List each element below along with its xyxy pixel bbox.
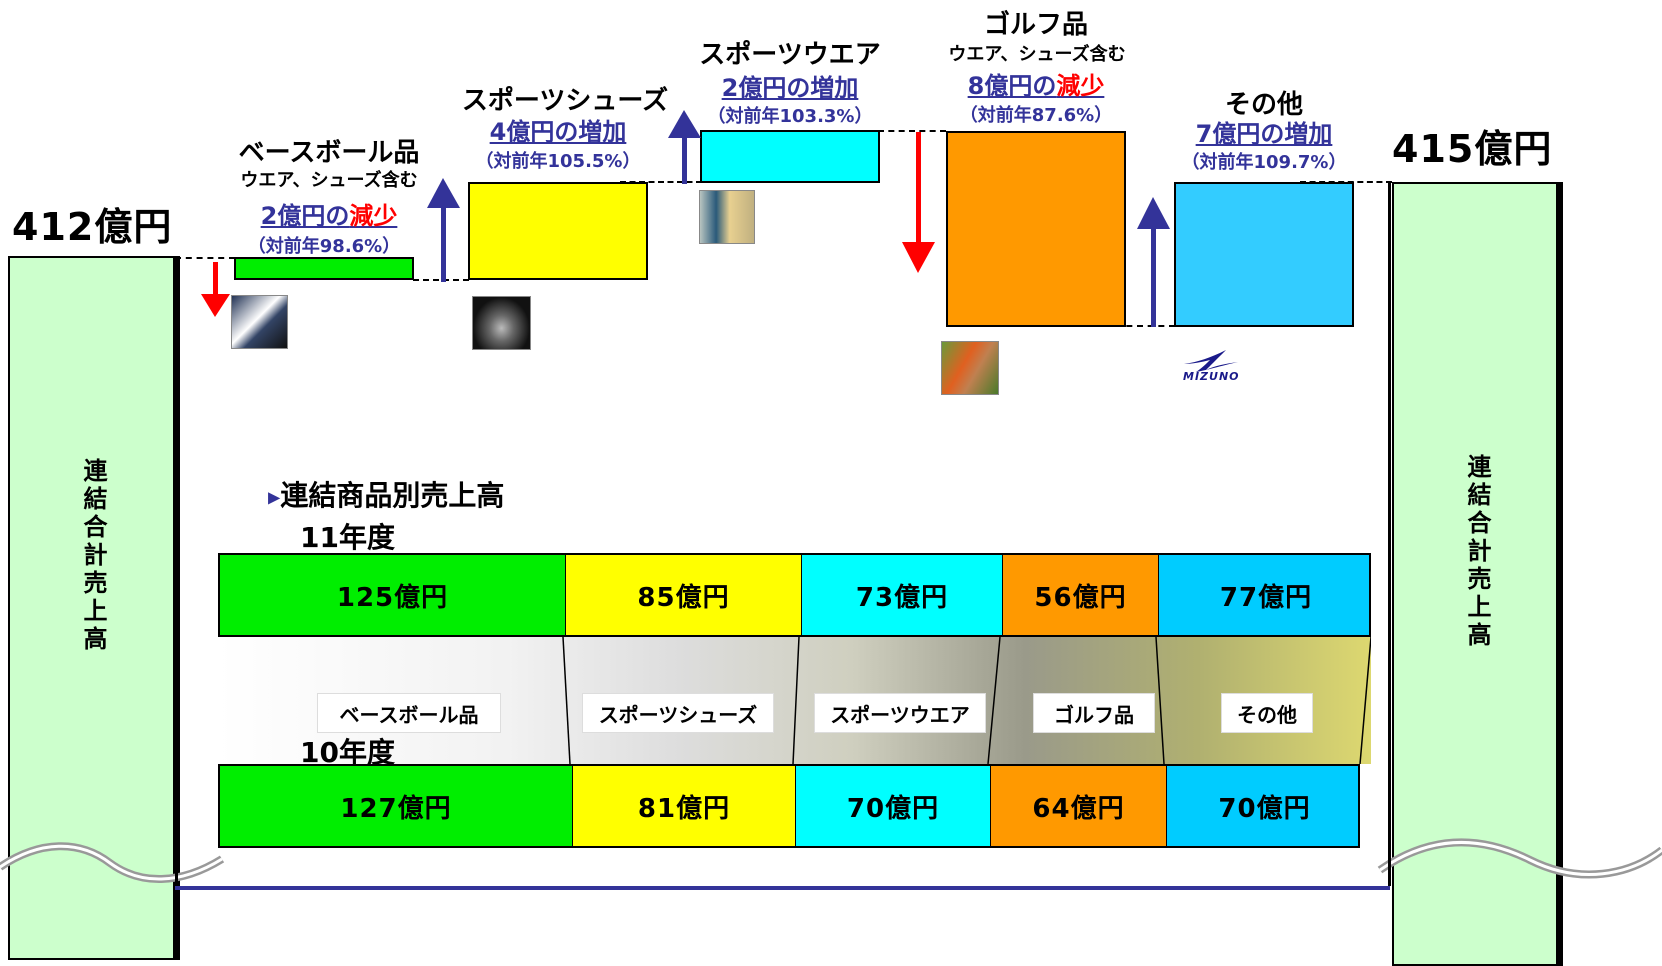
fy10-bar: 127億円 81億円 70億円 64億円 70億円 [218,764,1360,848]
bottom-border [175,886,1390,890]
change-sub-golf: ウエア、シューズ含む [948,44,1126,65]
fy10-cell-golf: 64億円 [990,766,1166,846]
waterfall-bar-baseball [234,257,414,280]
change-title-wear: スポーツウエア [699,40,881,70]
category-label-other: その他 [1222,694,1312,732]
section-title: ▶連結商品別売上高 [268,474,504,514]
change-title-shoes: スポーツシューズ [461,86,669,116]
baseball-player-photo [231,295,288,349]
change-pct-other: （対前年109.7%） [1181,152,1347,173]
change-decrease-word: 減少 [349,202,398,230]
fy11-label: 11年度 [300,521,395,554]
mizuno-logo-text: MIZUNO [1183,370,1240,383]
sportswear-photo [699,190,755,244]
connector-4 [1105,325,1175,327]
connector-3 [878,130,946,132]
change-amount-shoes: 4億円の増加 [489,118,627,146]
category-label-golf: ゴルフ品 [1034,694,1154,732]
break-wave-left [0,842,225,883]
golfer-photo [941,341,999,395]
break-wave-right [1377,838,1662,879]
blue-up-arrow [1137,197,1170,327]
waterfall-bar-other [1174,182,1354,327]
sports-shoe-photo [472,296,531,350]
prev-pillar-label: 連結合計売上高 [79,458,107,654]
fy11-cell-shoes: 85億円 [565,555,801,635]
change-title-golf: ゴルフ品 [983,10,1088,40]
fy11-cell-wear: 73億円 [801,555,1002,635]
category-label-wear: スポーツウエア [815,694,985,732]
waterfall-bar-golf [946,131,1126,327]
fy11-cell-golf: 56億円 [1002,555,1158,635]
prev-total: 412億円 [12,205,173,249]
change-amount-baseball: 2億円の減少 [234,196,424,231]
red-down-arrow [201,262,230,317]
red-down-arrow [902,132,935,273]
category-label-baseball: ベースボール品 [318,694,500,732]
change-amount-prefix: 8億円の [967,72,1057,100]
category-label-shoes: スポーツシューズ [583,694,773,732]
section-title-text: 連結商品別売上高 [280,479,505,512]
change-amount-prefix: 2億円の [260,202,350,230]
change-pct-shoes: （対前年105.5%） [475,151,641,172]
change-pct-golf: （対前年87.6%） [959,105,1113,126]
fy10-label: 10年度 [300,736,395,769]
fy10-cell-wear: 70億円 [795,766,990,846]
change-pct-wear: （対前年103.3%） [707,106,873,127]
category-band-dividers [562,637,1371,764]
change-decrease-word: 減少 [1056,72,1105,100]
change-amount-other: 7億円の増加 [1195,120,1333,148]
prev-total-pillar: 連結合計売上高 [8,256,175,960]
waterfall-bar-wear [700,130,880,183]
blue-up-arrow [668,110,701,184]
fy11-bar: 125億円 85億円 73億円 56億円 77億円 [218,553,1371,637]
change-sub-baseball: ウエア、シューズ含む [240,170,418,191]
blue-up-arrow [427,178,460,282]
change-pct-baseball: （対前年98.6%） [247,236,401,257]
change-title-baseball: ベースボール品 [238,138,420,168]
change-amount-golf: 8億円の減少 [946,66,1126,101]
fy11-cell-baseball: 125億円 [220,555,565,635]
connector-0 [175,257,235,259]
change-amount-wear: 2億円の増加 [721,74,859,102]
content-frame-right [1388,182,1391,886]
fy10-cell-baseball: 127億円 [220,766,572,846]
mizuno-logo [1184,350,1238,372]
waterfall-bar-shoes [468,182,648,280]
fy10-cell-other: 70億円 [1166,766,1358,846]
change-title-other: その他 [1224,90,1303,120]
fy11-cell-other: 77億円 [1158,555,1369,635]
content-frame-left [175,256,178,886]
fy10-cell-shoes: 81億円 [572,766,795,846]
curr-total: 415億円 [1392,127,1553,171]
curr-pillar-label: 連結合計売上高 [1463,454,1491,650]
connector-2 [620,181,702,183]
triangle-bullet-icon: ▶ [268,487,281,507]
